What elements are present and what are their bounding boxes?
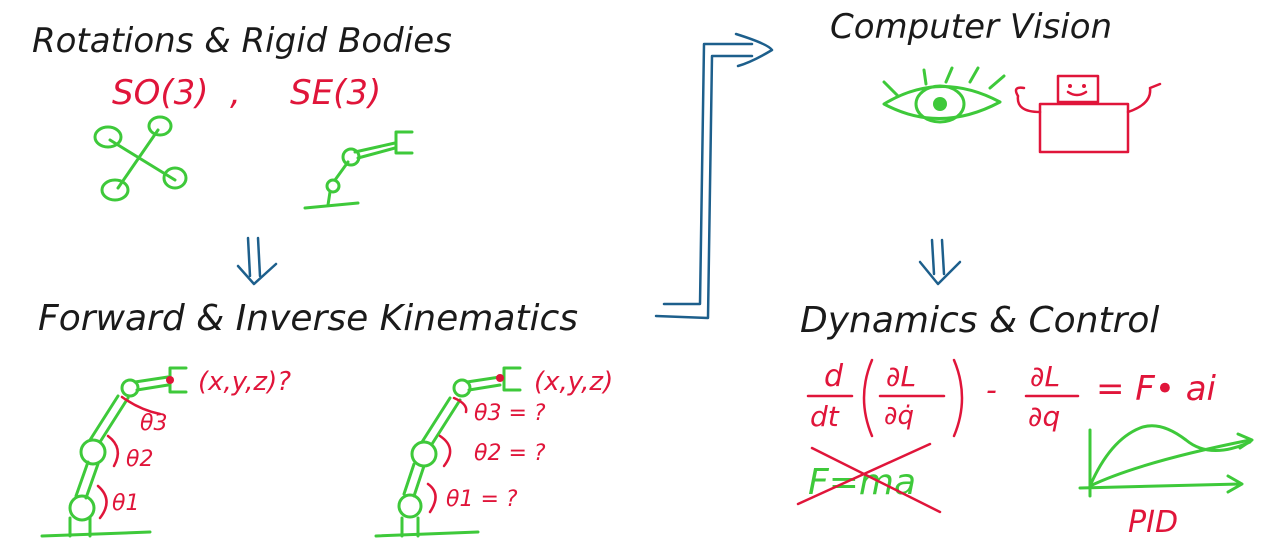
so3-label: SO(3) bbox=[112, 73, 209, 113]
inverse-kinematics-arm bbox=[374, 366, 522, 538]
fk-target-label: (x,y,z)? bbox=[198, 367, 291, 397]
kinematics-title: Forward & Inverse Kinematics bbox=[38, 298, 578, 339]
ik-theta2-arc bbox=[438, 434, 452, 468]
se3-label: SE(3) bbox=[290, 73, 381, 113]
rotations-section: Rotations & Rigid Bodies SO(3) , SE(3) bbox=[32, 21, 452, 286]
eq-minus: - bbox=[986, 373, 997, 408]
dynamics-section: Dynamics & Control d dt ∂L ∂q̇ - ∂L ∂q =… bbox=[796, 300, 1254, 540]
fk-theta3-label: θ3 bbox=[140, 411, 167, 436]
fk-theta1-label: θ1 bbox=[112, 491, 139, 516]
robot-vision-drawing bbox=[1014, 74, 1162, 154]
quadcopter-drawing bbox=[93, 115, 188, 202]
ik-target-label: (x,y,z) bbox=[534, 367, 613, 397]
ik-theta3-arc bbox=[452, 396, 468, 414]
dynamics-title: Dynamics & Control bbox=[800, 300, 1159, 341]
eq-dq: ∂q bbox=[1028, 400, 1060, 433]
eq-rhs: = F• ai bbox=[1096, 369, 1217, 409]
fma-label: F=ma bbox=[808, 462, 916, 503]
eq-dt: dt bbox=[810, 400, 840, 433]
down-arrow-1 bbox=[236, 236, 278, 286]
small-robot-arm-drawing bbox=[303, 130, 414, 210]
kinematics-section: Forward & Inverse Kinematics (x,y,z)? θ3… bbox=[38, 298, 613, 538]
lagrange-equation: d dt ∂L ∂q̇ - ∂L ∂q = F• ai bbox=[806, 358, 1217, 438]
forward-kinematics-arm bbox=[40, 366, 188, 538]
down-arrow-2 bbox=[918, 238, 962, 286]
eq-dqdot: ∂q̇ bbox=[884, 401, 914, 431]
vision-title: Computer Vision bbox=[830, 7, 1112, 47]
ik-theta1-arc bbox=[426, 482, 437, 514]
eq-dl: ∂L bbox=[886, 360, 916, 393]
rotations-title: Rotations & Rigid Bodies bbox=[32, 21, 452, 61]
fk-theta2-arc bbox=[106, 434, 120, 468]
vision-section: Computer Vision bbox=[830, 7, 1162, 286]
crossed-fma: F=ma bbox=[796, 442, 942, 514]
fk-theta2-label: θ2 bbox=[126, 447, 153, 472]
eye-drawing bbox=[882, 66, 1006, 124]
eq-dl2: ∂L bbox=[1030, 360, 1060, 393]
pid-response-plot: PID bbox=[1078, 424, 1254, 540]
pid-label: PID bbox=[1128, 505, 1178, 540]
ik-theta1-label: θ1 = ? bbox=[446, 487, 518, 512]
comma-label: , bbox=[230, 73, 241, 113]
ik-theta3-label: θ3 = ? bbox=[474, 401, 546, 426]
fk-theta3-arc bbox=[120, 395, 162, 416]
fk-theta1-arc bbox=[96, 484, 108, 520]
connector-bracket-arrow bbox=[654, 32, 774, 320]
ik-theta2-label: θ2 = ? bbox=[474, 441, 546, 466]
eq-d: d bbox=[824, 359, 844, 394]
